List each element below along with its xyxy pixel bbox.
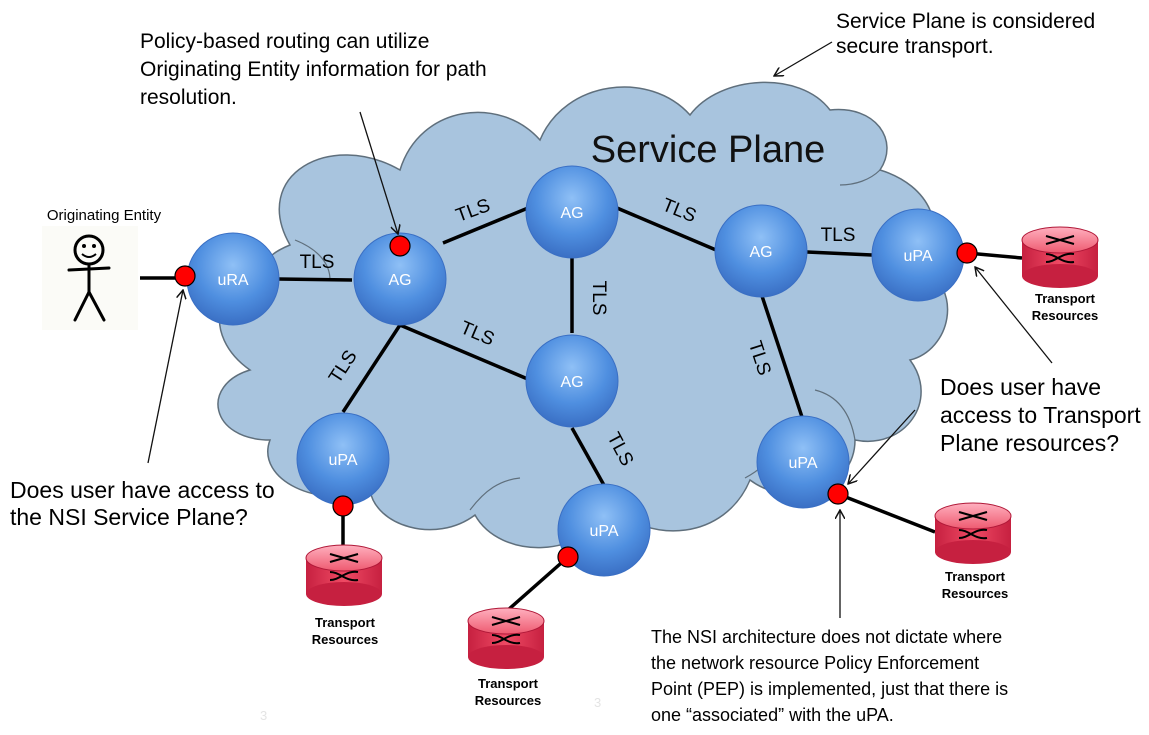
router-bottom-middle [467,607,545,669]
annotation-pep-line4: one “associated” with the uPA. [651,705,894,725]
transport-label-line2: Resources [475,693,541,708]
link-agmid-upabm [570,427,607,488]
arrow-pep-upa [848,409,916,484]
upa-node-bottom-left: uPA [296,412,390,506]
tls-label: TLS [821,225,856,246]
link-upabm-router [498,555,570,619]
pep-dot [389,235,411,257]
router-icon [958,511,988,540]
pep-dot [827,483,849,505]
node-label: uPA [328,452,357,469]
tls-label: TLS [588,281,609,316]
transport-label-line2: Resources [312,632,378,647]
link-upabr-router [837,492,936,534]
node-label: AG [749,244,772,261]
ag-node-right: AG [714,204,808,298]
link-agright-upabr [760,295,804,418]
ura-node: uRA [186,232,280,326]
annotation-nsi-access-line2: the NSI Service Plane? [10,504,248,530]
annotation-arrows [147,41,1053,618]
upa-node-bottom-right: uPA [756,415,850,509]
node-label: uPA [589,523,618,540]
link-agleft-agmid [399,323,531,382]
link-agleft-upabl [341,324,402,413]
node-label: AG [388,272,411,289]
link-ura-agleft [277,277,353,282]
transport-label-line1: Transport [478,676,539,691]
originating-entity [42,226,138,330]
arrow-transport-access [975,267,1053,364]
arrow-user-access-nsi [147,290,183,464]
annotation-transport-access-line2: access to Transport [940,402,1141,428]
link-agleft-agtop [442,206,529,245]
annotation-policy-line3: resolution. [140,86,237,109]
annotation-pep-line1: The NSI architecture does not dictate wh… [651,627,1002,647]
router-icon [491,616,521,645]
pep-dot [956,242,978,264]
transport-label-line1: Transport [945,569,1006,584]
annotation-nsi-access-line1: Does user have access to [10,477,275,503]
arrow-policy-routing [359,111,398,234]
pep-points [174,235,978,568]
router-bottom-right [934,502,1012,564]
transport-label-line1: Transport [315,615,376,630]
router-icon [1045,235,1075,264]
router-bottom-left [305,544,383,606]
annotation-policy-line1: Policy-based routing can utilize [140,30,430,53]
stick-figure-icon [67,234,111,322]
ag-node-middle: AG [525,334,619,428]
upa-node-bottom-middle: uPA [557,483,651,577]
pep-dot [174,265,196,287]
transport-label-line1: Transport [1035,291,1096,306]
router-icon [329,553,359,582]
router-top-right [1021,226,1099,288]
annotation-transport-access-line1: Does user have [940,374,1101,400]
originating-entity-label: Originating Entity [47,207,162,224]
link-agright-upatr [806,250,873,257]
pep-dot [332,495,354,517]
arrow-secure-transport [774,41,833,76]
node-label: AG [560,374,583,391]
annotation-policy-line2: Originating Entity information for path [140,58,487,81]
annotation-secure-line1: Service Plane is considered [836,10,1095,33]
service-plane-label: Service Plane [591,129,825,171]
transport-label-line2: Resources [1032,308,1098,323]
links [140,206,1023,619]
annotation-secure-line2: secure transport. [836,35,994,58]
link-agtop-agright [616,206,717,252]
page-number: 3 [260,708,267,723]
node-label: uRA [217,272,248,289]
node-label: uPA [903,248,932,265]
ag-node-top: AG [525,165,619,259]
annotation-transport-access-line3: Plane resources? [940,430,1119,456]
transport-label-line2: Resources [942,586,1008,601]
annotation-pep-line3: Point (PEP) is implemented, just that th… [651,679,1008,699]
page-number: 3 [594,695,601,710]
tls-label: TLS [300,252,335,273]
nodes: uRA AG AG AG AG uPA uPA uPA [186,165,965,577]
upa-node-top-right: uPA [871,208,965,302]
pep-dot [557,546,579,568]
node-label: uPA [788,455,817,472]
node-label: AG [560,205,583,222]
annotation-pep-line2: the network resource Policy Enforcement [651,653,979,673]
